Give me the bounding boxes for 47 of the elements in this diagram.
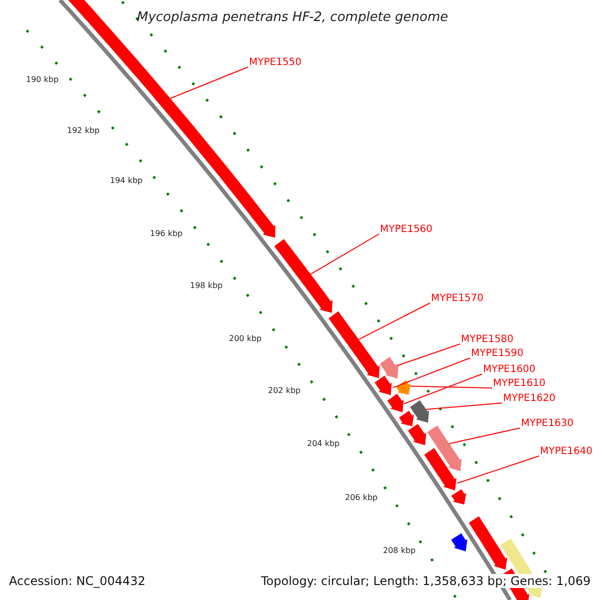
gene-feature (374, 376, 392, 396)
scale-label: 192 kbp (67, 126, 100, 136)
gene-feature (380, 356, 398, 378)
gene-label: MYPE1640 (540, 446, 593, 458)
gene-feature (451, 533, 468, 552)
gene-feature (408, 424, 426, 446)
gene-label: MYPE1570 (431, 293, 484, 305)
scale-label: 194 kbp (110, 176, 143, 186)
scale-label: 208 kbp (383, 546, 416, 556)
scale-label: 202 kbp (268, 386, 301, 396)
leader-line (410, 386, 492, 388)
scale-label: 198 kbp (190, 281, 223, 291)
gene-label: MYPE1580 (461, 334, 514, 346)
leader-line (310, 234, 380, 275)
leader-line (170, 66, 248, 99)
gene-feature (468, 516, 508, 570)
leader-line (358, 302, 430, 340)
scale-label: 204 kbp (307, 439, 340, 449)
scale-label: 190 kbp (26, 75, 59, 85)
gene-label: MYPE1620 (503, 393, 556, 405)
leader-line (396, 344, 460, 366)
leader-line (456, 456, 540, 484)
gene-feature (399, 410, 414, 426)
gene-label: MYPE1590 (471, 348, 524, 360)
accession-text: Accession: NC_004432 (9, 574, 146, 588)
gene-feature (328, 311, 380, 378)
gene-label: MYPE1630 (521, 418, 574, 430)
leader-line (392, 358, 470, 388)
gene-feature (410, 400, 430, 423)
genome-summary-text: Topology: circular; Length: 1,358,633 bp; Genes: 1,069 (261, 574, 591, 588)
gene-feature (387, 394, 404, 412)
gene-feature (274, 239, 332, 313)
gene-label: MYPE1610 (493, 378, 546, 390)
leader-line (426, 402, 502, 410)
scale-label: 200 kbp (229, 334, 262, 344)
leader-line (448, 428, 520, 444)
scale-label: 196 kbp (150, 229, 183, 239)
gene-label: MYPE1600 (483, 364, 536, 376)
gene-feature (451, 489, 466, 504)
gene-feature (396, 380, 411, 395)
gene-label: MYPE1550 (249, 57, 302, 69)
leader-line (404, 374, 482, 404)
title: Mycoplasma penetrans HF-2, complete genome (137, 10, 448, 25)
gene-label: MYPE1560 (380, 224, 433, 236)
scale-label: 206 kbp (345, 493, 378, 503)
gene-feature (424, 448, 456, 490)
gene-feature (427, 426, 462, 472)
